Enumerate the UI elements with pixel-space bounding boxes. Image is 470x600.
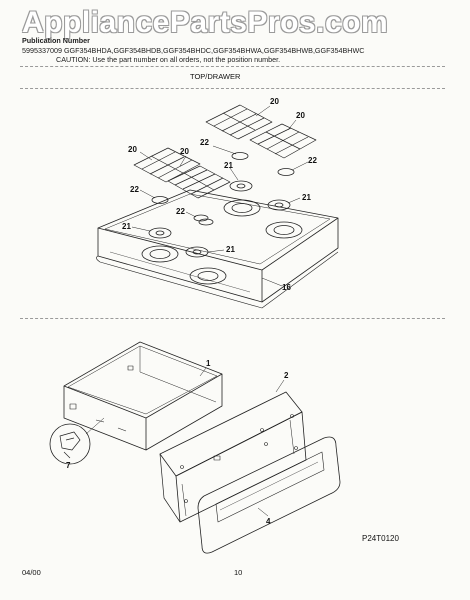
figure-code: P24T0120 bbox=[362, 534, 399, 543]
drawer-front-top bbox=[159, 391, 303, 477]
section-title: TOP/DRAWER bbox=[190, 72, 241, 81]
grates bbox=[133, 104, 317, 199]
burner-caps bbox=[151, 152, 295, 222]
caution-note: CAUTION: Use the part number on all orde… bbox=[56, 55, 281, 64]
callout-drawer-handle: 4 bbox=[266, 517, 271, 526]
publication-label: Publication Number bbox=[22, 36, 90, 45]
callout-clip: 7 bbox=[66, 461, 71, 470]
footer-date: 04/00 bbox=[22, 568, 41, 577]
drawer-front-panel bbox=[175, 411, 307, 523]
section-divider bbox=[20, 318, 445, 319]
drawer-handle-panel bbox=[197, 436, 341, 554]
callout-cap-left: 22 bbox=[130, 185, 139, 194]
title-divider bbox=[20, 88, 445, 89]
callout-head-rear: 21 bbox=[224, 161, 233, 170]
callout-grate-left-rear: 20 bbox=[180, 147, 189, 156]
callout-drawer-front: 2 bbox=[284, 371, 289, 380]
callout-grate-right: 20 bbox=[270, 97, 279, 106]
drawer-assembly bbox=[49, 341, 341, 554]
callout-grate-left: 20 bbox=[128, 145, 137, 154]
model-list: 5995337009 GGF354BHDA,GGF354BHDB,GGF354B… bbox=[22, 46, 365, 55]
callout-cooktop: 16 bbox=[282, 283, 291, 292]
cooktop-front-face bbox=[97, 228, 263, 303]
cooktop-side-face bbox=[261, 218, 339, 303]
watermark-logo: AppliancePartsPros.com bbox=[22, 6, 389, 39]
callout-head-front: 21 bbox=[226, 245, 235, 254]
drawer-front-holes bbox=[180, 414, 298, 503]
clip-part bbox=[59, 431, 81, 459]
callout-grate-right-rear: 20 bbox=[296, 111, 305, 120]
callout-cap-center: 22 bbox=[176, 207, 185, 216]
drawer-top-rim bbox=[63, 341, 223, 419]
drawer-side-wall bbox=[145, 374, 223, 451]
callout-head-left: 21 bbox=[122, 222, 131, 231]
drawer-front-wall bbox=[63, 386, 147, 451]
page-number: 10 bbox=[234, 568, 243, 577]
burner-heads bbox=[148, 180, 291, 258]
callout-drawer: 1 bbox=[206, 359, 211, 368]
callout-cap-rear: 22 bbox=[200, 138, 209, 147]
burner-wells bbox=[141, 199, 303, 285]
callout-head-right: 21 bbox=[302, 193, 311, 202]
clip-detail-circle bbox=[49, 423, 91, 465]
cooktop-assembly bbox=[96, 104, 339, 309]
callout-labels: 20 20 20 20 22 22 22 22 21 21 21 21 16 1… bbox=[66, 97, 317, 526]
cooktop-leader-lines bbox=[131, 105, 309, 287]
header-divider bbox=[20, 66, 445, 67]
drawer-leader-lines bbox=[199, 367, 285, 517]
callout-cap-right: 22 bbox=[308, 156, 317, 165]
